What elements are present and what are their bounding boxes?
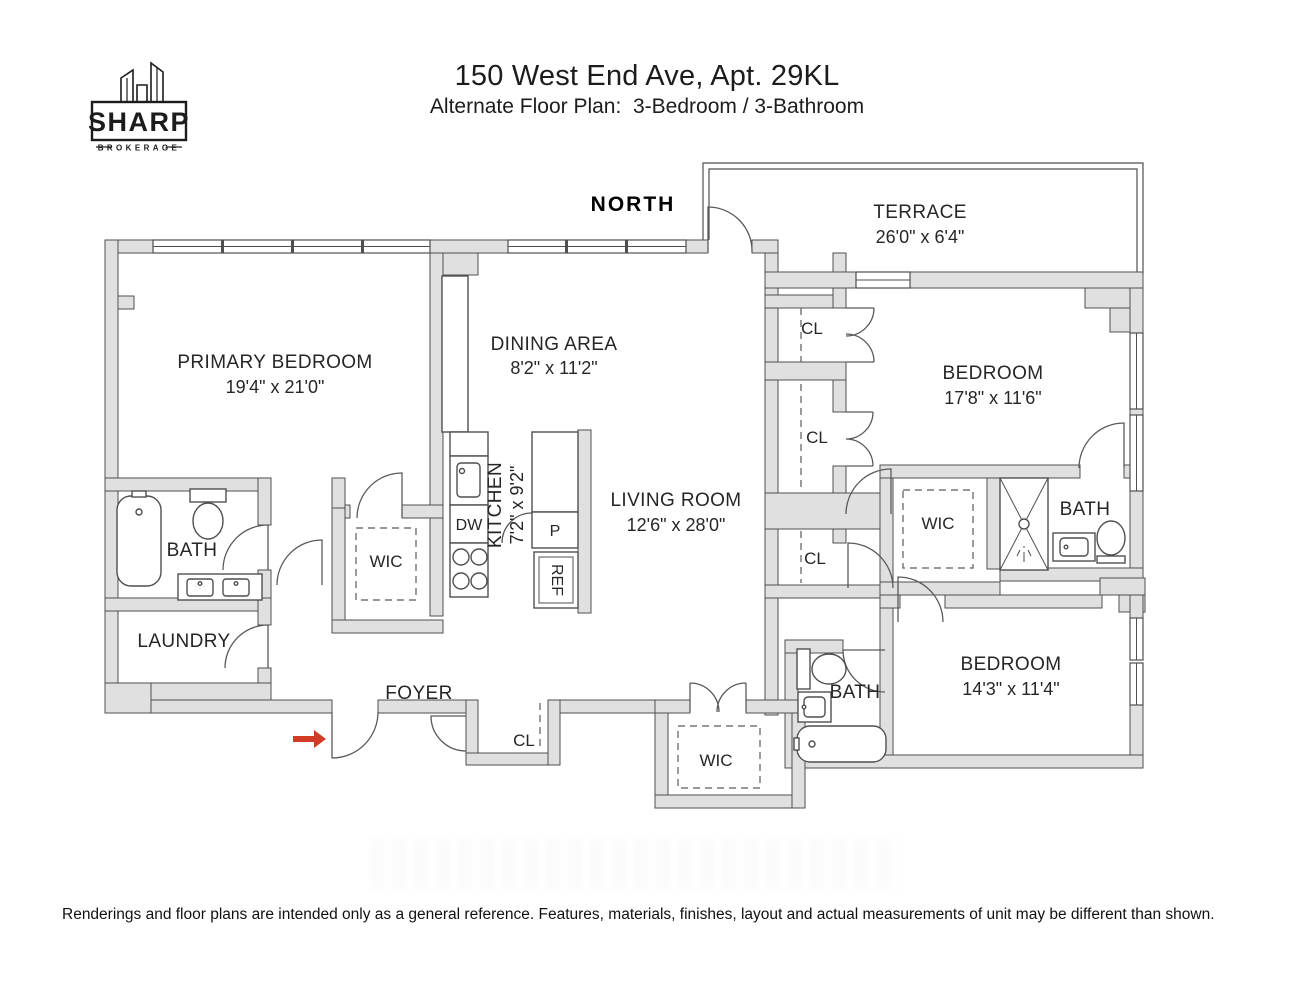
entry-door xyxy=(331,711,379,759)
window xyxy=(855,271,911,289)
buildings-icon xyxy=(120,61,164,102)
bedroom2-bath-door xyxy=(1078,422,1125,469)
toilet-icon xyxy=(796,648,847,690)
toilet-icon xyxy=(1096,520,1126,564)
room-labels: NORTH TERRACE 26'0" x 6'4" PRIMARY BEDRO… xyxy=(137,193,1110,770)
kitchen-counter-right xyxy=(531,431,579,513)
primary-bedroom-label: PRIMARY BEDROOM xyxy=(177,352,372,373)
closet2-label: CL xyxy=(806,428,828,447)
sink-icon xyxy=(797,691,832,723)
laundry-door xyxy=(224,624,269,669)
kitchen-counter xyxy=(449,431,489,457)
terrace-label: TERRACE xyxy=(873,202,967,223)
primary-bath-door xyxy=(222,524,269,571)
refrigerator xyxy=(533,551,579,609)
bedroom2-dims: 17'8" x 11'6" xyxy=(944,388,1041,408)
page-title: 150 West End Ave, Apt. 29KL xyxy=(454,60,840,92)
dining-counter xyxy=(441,275,469,433)
laundry-label: LAUNDRY xyxy=(137,631,230,652)
kitchen-label: KITCHEN xyxy=(485,462,506,548)
brand-logo: SHARP BROKERAGE xyxy=(88,61,190,153)
bathtub-icon xyxy=(793,725,887,763)
bath2-hall-door xyxy=(845,468,892,515)
pantry-door xyxy=(501,512,533,544)
bedroom2-label: BEDROOM xyxy=(943,363,1044,384)
disclaimer-text: Renderings and floor plans are intended … xyxy=(62,906,1215,923)
foyer-closet-door xyxy=(430,715,467,752)
walls xyxy=(104,239,1146,809)
foyer-closet-label: CL xyxy=(513,731,535,750)
dining-area-dims: 8'2" x 11'2" xyxy=(510,358,597,378)
fixtures xyxy=(116,275,1126,763)
pantry-cabinet xyxy=(531,511,579,549)
bath2-label: BATH xyxy=(1060,499,1111,520)
page-subtitle: Alternate Floor Plan: 3-Bedroom / 3-Bath… xyxy=(429,95,865,118)
logo-box xyxy=(90,100,188,142)
entry-arrow-icon xyxy=(293,730,326,748)
bathtub-icon xyxy=(116,490,162,587)
bedroom3-dims: 14'3" x 11'4" xyxy=(962,679,1059,699)
window xyxy=(152,239,431,254)
closet3-door xyxy=(847,542,894,589)
kitchen-sink-icon xyxy=(449,455,489,506)
toilet-icon xyxy=(189,488,227,540)
primary-wic-door xyxy=(356,472,403,519)
refrigerator-label: REF xyxy=(548,564,565,596)
bedroom3-door xyxy=(897,576,944,623)
shower-icon xyxy=(999,477,1049,571)
closet-dashes xyxy=(355,308,974,789)
dishwasher xyxy=(449,504,489,544)
foyer-wic-french-doors xyxy=(689,682,747,713)
door-swings xyxy=(222,206,1125,759)
logo-tagline: BROKERAGE xyxy=(98,144,181,153)
primary-wic-label: WIC xyxy=(369,552,402,571)
range-icon xyxy=(449,542,489,598)
foyer-wic-label: WIC xyxy=(699,751,732,770)
sink-icon xyxy=(1052,532,1096,562)
living-room-dims: 12'6" x 28'0" xyxy=(627,515,726,535)
compass-label: NORTH xyxy=(591,193,676,216)
primary-hall-door xyxy=(276,539,323,586)
bath3-door xyxy=(842,649,886,693)
primary-bath-label: BATH xyxy=(167,540,218,561)
bedroom3-label: BEDROOM xyxy=(961,654,1062,675)
window xyxy=(1129,332,1144,492)
closet1-label: CL xyxy=(801,319,823,338)
window xyxy=(1129,617,1144,706)
logo-name: SHARP xyxy=(88,107,190,137)
terrace-door xyxy=(707,206,753,253)
wic2-label: WIC xyxy=(921,514,954,533)
closet1-french-doors xyxy=(845,307,875,363)
kitchen-dims: 7'2" x 9'2" xyxy=(507,466,527,545)
foyer-label: FOYER xyxy=(385,683,452,704)
windows xyxy=(152,239,1144,706)
terrace-outline xyxy=(702,162,1144,274)
dishwasher-label: DW xyxy=(456,517,484,534)
pantry-label: P xyxy=(550,523,561,540)
primary-bedroom-dims: 19'4" x 21'0" xyxy=(226,377,325,397)
closet3-label: CL xyxy=(804,549,826,568)
living-room-label: LIVING ROOM xyxy=(610,490,741,511)
window xyxy=(507,239,687,254)
dining-area-label: DINING AREA xyxy=(491,334,618,355)
terrace-dims: 26'0" x 6'4" xyxy=(876,227,965,247)
bath3-label: BATH xyxy=(830,682,881,703)
double-vanity-icon xyxy=(177,573,263,601)
closet2-french-doors xyxy=(845,411,874,467)
